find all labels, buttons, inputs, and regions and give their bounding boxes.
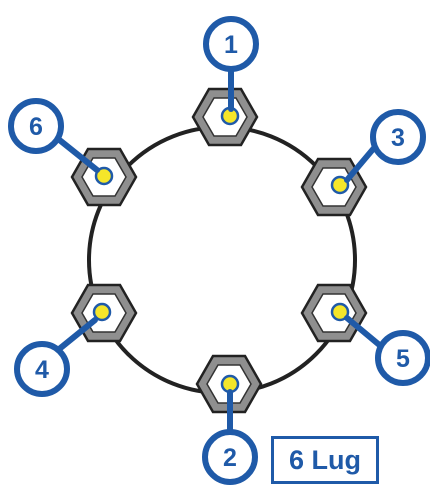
leader-line-3	[344, 145, 377, 183]
sequence-number-6: 6	[29, 113, 43, 141]
callout-circle-4	[14, 341, 70, 397]
callout-circle-5	[375, 330, 430, 386]
leader-line-5	[344, 315, 386, 351]
sequence-number-3: 3	[391, 124, 405, 152]
leader-line-4	[55, 317, 98, 353]
lug-nut-lower-right	[300, 283, 368, 343]
callout-circle-3	[370, 109, 426, 165]
callout-circle-2	[202, 429, 258, 485]
sequence-number-5: 5	[396, 345, 410, 373]
callout-circle-1	[203, 16, 259, 72]
sequence-number-2: 2	[223, 444, 237, 472]
lug-nut-bottom	[195, 354, 263, 414]
sequence-number-4: 4	[35, 356, 49, 384]
lug-nut-upper-right	[300, 157, 368, 217]
lug-count-label: 6 Lug	[271, 436, 379, 484]
callout-circle-6	[8, 98, 64, 154]
sequence-number-1: 1	[224, 31, 238, 59]
lug-nut-top	[191, 87, 259, 147]
